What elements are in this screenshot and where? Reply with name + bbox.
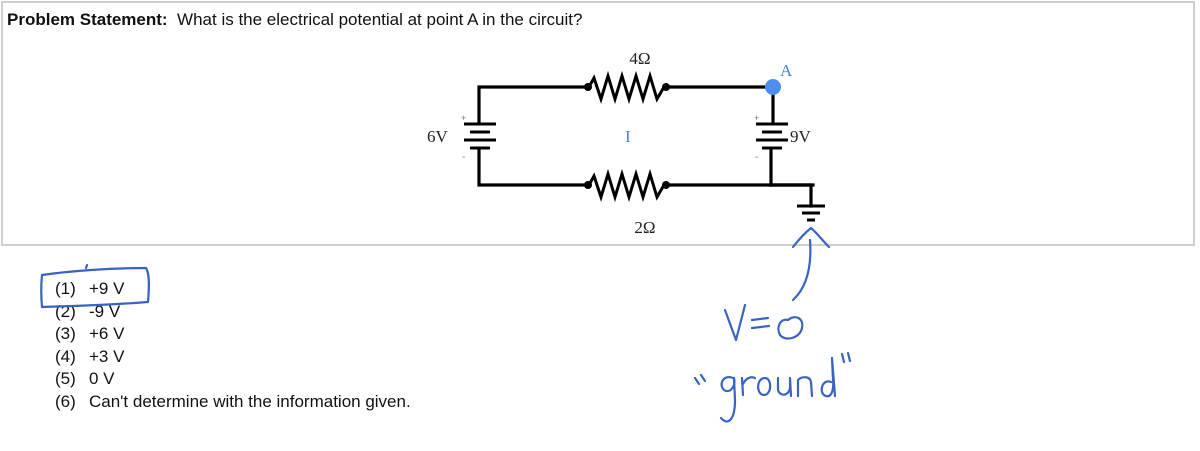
wire-top-left (477, 85, 588, 125)
choice-6[interactable]: (6)Can't determine with the information … (55, 391, 411, 411)
wire-to-ground (769, 183, 813, 208)
current-label: I (625, 127, 631, 146)
problem-statement: Problem Statement: What is the electrica… (7, 10, 582, 30)
battery-left-label: 6V (427, 127, 449, 146)
battery-9v (756, 122, 788, 150)
choice-2[interactable]: (2)-9 V (55, 301, 121, 321)
resistor-top (587, 70, 666, 105)
problem-statement-box (1, 1, 1195, 246)
wire-bottom-left (477, 148, 588, 187)
battery-right-label: 9V (790, 127, 812, 146)
battery-right-plus: + (754, 113, 759, 123)
battery-left-minus: - (462, 152, 465, 163)
battery-6v (464, 122, 496, 150)
resistor-bottom-terminal-right (662, 181, 670, 189)
node-a (765, 79, 781, 95)
choice-4[interactable]: (4)+3 V (55, 346, 125, 366)
battery-left-plus: + (461, 113, 466, 123)
problem-question: What is the electrical potential at poin… (177, 10, 583, 29)
choice-1[interactable]: (1)+9 V (55, 279, 125, 298)
resistor-bottom-terminal-left (584, 181, 592, 189)
resistor-top-label: 4Ω (629, 49, 650, 68)
resistor-top-terminal-right (662, 83, 670, 91)
resistor-bottom (587, 168, 666, 203)
node-a-label: A (780, 61, 793, 80)
answer-choices: (1)+9 V (2)-9 V (3)+6 V (4)+3 V (5)0 V (… (55, 278, 411, 414)
resistor-top-terminal-left (584, 83, 592, 91)
battery-right-minus: - (755, 152, 758, 163)
choice-3[interactable]: (3)+6 V (55, 324, 125, 344)
choice-5[interactable]: (5)0 V (55, 369, 115, 389)
ground-icon (797, 204, 825, 222)
problem-label: Problem Statement: (7, 10, 168, 29)
resistor-bottom-label: 2Ω (634, 218, 655, 237)
